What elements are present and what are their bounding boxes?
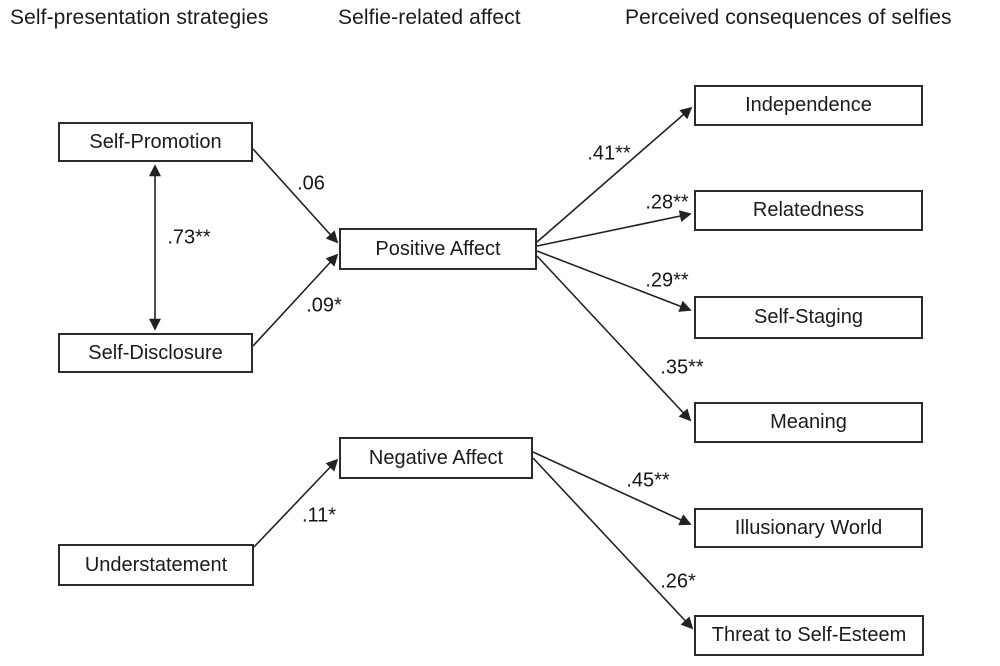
coefficient-positive-affect-relatedness: .28** (645, 191, 689, 214)
node-positive-affect: Positive Affect (339, 228, 537, 270)
node-self-disclosure: Self-Disclosure (58, 333, 253, 373)
edge-line-self-promotion-positive-affect (252, 148, 339, 244)
coefficient-understatement-negative-affect: .11* (301, 504, 337, 527)
edge-line-negative-affect-illusionary-world (532, 451, 692, 526)
edge-line-self-disclosure-positive-affect (252, 253, 339, 347)
coefficient-negative-affect-illusionary-world: .45** (626, 469, 670, 492)
edge-line-negative-affect-threat-to-self-esteem (532, 457, 694, 630)
node-meaning: Meaning (694, 402, 923, 443)
node-self-staging: Self-Staging (694, 296, 923, 339)
node-relatedness: Relatedness (694, 190, 923, 231)
coefficient-positive-affect-self-staging: .29** (645, 269, 689, 292)
coefficient-negative-affect-threat-to-self-esteem: .26* (660, 570, 696, 593)
coefficient-self-promotion-self-disclosure: .73** (167, 226, 211, 249)
node-understatement: Understatement (58, 544, 254, 586)
edge-line-positive-affect-self-staging (536, 250, 692, 312)
edge-line-understatement-negative-affect (253, 458, 339, 548)
node-self-promotion: Self-Promotion (58, 122, 253, 162)
coefficient-self-promotion-positive-affect: .06 (297, 172, 325, 195)
edge-line-positive-affect-relatedness (536, 210, 692, 247)
edge-line-positive-affect-meaning (536, 255, 692, 422)
edge-line-positive-affect-independence (536, 106, 693, 243)
node-independence: Independence (694, 85, 923, 126)
node-illusionary-world: Illusionary World (694, 508, 923, 548)
node-negative-affect: Negative Affect (339, 437, 533, 479)
column-header-self-presentation-strategies: Self-presentation strategies (10, 6, 269, 29)
column-header-selfie-related-affect: Selfie-related affect (338, 6, 521, 29)
coefficient-self-disclosure-positive-affect: .09* (306, 294, 342, 317)
node-threat-to-self-esteem: Threat to Self-Esteem (694, 615, 924, 656)
coefficient-positive-affect-meaning: .35** (660, 356, 704, 379)
column-header-perceived-consequences-of-selfies: Perceived consequences of selfies (625, 6, 952, 29)
coefficient-positive-affect-independence: .41** (587, 142, 631, 165)
